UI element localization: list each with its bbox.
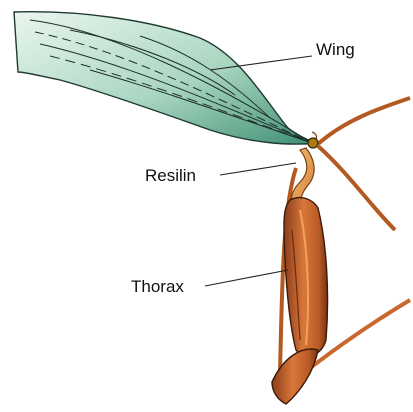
resilin-label: Resilin [145, 166, 196, 185]
resilin-leader-line [220, 163, 296, 175]
thorax-label: Thorax [131, 277, 184, 296]
wing-joint-knob [308, 138, 318, 148]
wing-label: Wing [316, 40, 355, 59]
wing-shape [14, 12, 316, 144]
thorax-leader-line [205, 270, 288, 286]
